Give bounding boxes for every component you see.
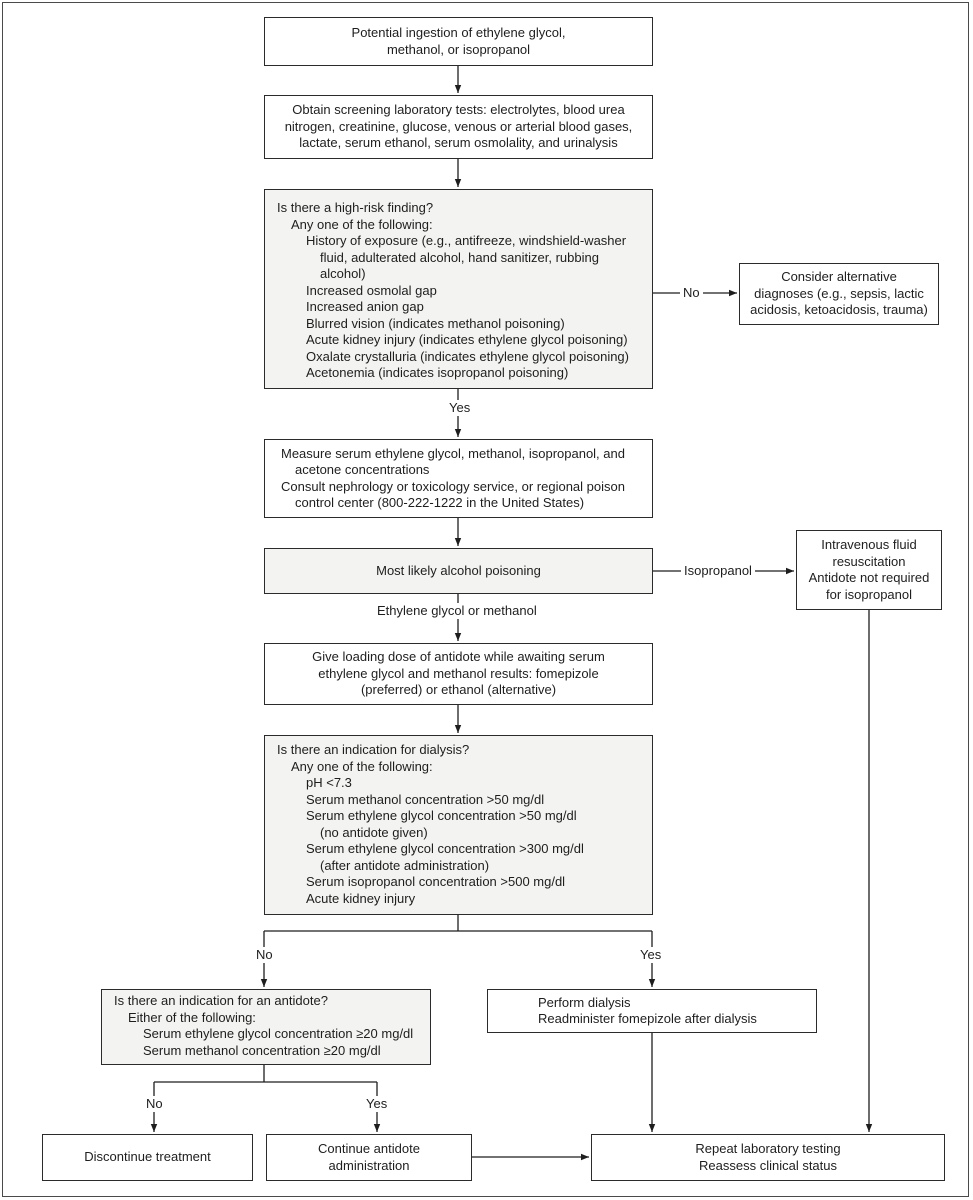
high-risk-box: Is there a high-risk finding? Any one of…	[264, 189, 653, 389]
screening-box: Obtain screening laboratory tests: elect…	[264, 95, 653, 159]
loading-line-2: ethylene glycol and methanol results: fo…	[318, 665, 599, 681]
continue-line-2: administration	[328, 1157, 410, 1173]
high-risk-item: alcohol)	[320, 266, 366, 281]
high-risk-item: Acute kidney injury (indicates ethylene …	[306, 332, 628, 347]
iv-fluid-line-2: resuscitation	[832, 553, 906, 569]
iv-fluid-line-3: Antidote not required	[808, 570, 930, 585]
dialysis-item: Serum methanol concentration >50 mg/dl	[306, 791, 545, 807]
antidote-question: Is there an indication for an antidote?	[114, 993, 328, 1008]
start-box: Potential ingestion of ethylene glycol, …	[264, 17, 653, 66]
alternative-diagnoses-box: Consider alternative diagnoses (e.g., se…	[739, 263, 939, 325]
screening-line-3: lactate, serum ethanol, serum osmolality…	[299, 135, 618, 151]
repeat-line-1: Repeat laboratory testing	[695, 1141, 841, 1156]
likely-poisoning-text: Most likely alcohol poisoning	[376, 562, 541, 578]
iv-fluid-line-1: Intravenous fluid	[821, 537, 917, 552]
high-risk-no-label: No	[680, 285, 703, 301]
dialysis-item: Serum isopropanol concentration >500 mg/…	[306, 874, 566, 889]
antidote-question-box: Is there an indication for an antidote? …	[101, 989, 431, 1065]
continue-line-1: Continue antidote	[318, 1141, 420, 1156]
dialysis-item: (after antidote administration)	[320, 857, 490, 873]
dialysis-item: pH <7.3	[306, 775, 352, 790]
start-line-1: Potential ingestion of ethylene glycol,	[351, 25, 566, 40]
measure-line-4: control center (800-222-1222 in the Unit…	[295, 495, 585, 510]
alternative-line-1: Consider alternative	[781, 269, 897, 285]
loading-dose-box: Give loading dose of antidote while awai…	[264, 643, 653, 705]
isopropanol-label: Isopropanol	[681, 563, 755, 579]
high-risk-item: Increased osmolal gap	[306, 282, 437, 298]
measure-line-3: Consult nephrology or toxicology service…	[281, 478, 625, 494]
alternative-line-3: acidosis, ketoacidosis, trauma)	[750, 302, 928, 318]
antidote-intro: Either of the following:	[128, 1009, 256, 1025]
dialysis-item: (no antidote given)	[320, 824, 428, 840]
high-risk-item: Increased anion gap	[306, 299, 424, 314]
dialysis-question-box: Is there an indication for dialysis? Any…	[264, 735, 653, 915]
high-risk-yes-label: Yes	[447, 400, 473, 416]
high-risk-item: Oxalate crystalluria (indicates ethylene…	[306, 348, 629, 364]
high-risk-item: Acetonemia (indicates isopropanol poison…	[306, 365, 569, 380]
perform-dialysis-line-2: Readminister fomepizole after dialysis	[538, 1011, 757, 1026]
high-risk-item: Blurred vision (indicates methanol poiso…	[306, 315, 565, 331]
start-line-2: methanol, or isopropanol	[386, 41, 531, 57]
iv-fluid-line-4: for isopropanol	[826, 586, 912, 602]
loading-line-3: (preferred) or ethanol (alternative)	[360, 682, 557, 698]
loading-line-1: Give loading dose of antidote while awai…	[312, 649, 605, 665]
discontinue-box: Discontinue treatment	[42, 1134, 253, 1181]
high-risk-item: fluid, adulterated alcohol, hand sanitiz…	[320, 249, 599, 265]
dialysis-intro: Any one of the following:	[291, 758, 433, 774]
likely-poisoning-box: Most likely alcohol poisoning	[264, 548, 653, 594]
continue-antidote-box: Continue antidote administration	[266, 1134, 472, 1181]
antidote-item: Serum methanol concentration ≥20 mg/dl	[143, 1042, 381, 1058]
antidote-yes-label: Yes	[364, 1096, 390, 1112]
high-risk-item: History of exposure (e.g., antifreeze, w…	[306, 233, 627, 248]
measure-line-1: Measure serum ethylene glycol, methanol,…	[281, 445, 625, 461]
dialysis-item: Serum ethylene glycol concentration >50 …	[306, 808, 577, 823]
dialysis-item: Serum ethylene glycol concentration >300…	[306, 841, 584, 856]
high-risk-intro: Any one of the following:	[291, 216, 433, 232]
dialysis-item: Acute kidney injury	[306, 890, 416, 906]
dialysis-no-label: No	[254, 947, 275, 963]
iv-fluid-box: Intravenous fluid resuscitation Antidote…	[796, 530, 942, 610]
repeat-line-2: Reassess clinical status	[699, 1157, 837, 1173]
high-risk-question: Is there a high-risk finding?	[277, 200, 434, 215]
dialysis-question: Is there an indication for dialysis?	[277, 742, 470, 757]
antidote-item: Serum ethylene glycol concentration ≥20 …	[143, 1026, 414, 1041]
eg-methanol-label: Ethylene glycol or methanol	[375, 603, 539, 619]
alternative-line-2: diagnoses (e.g., sepsis, lactic	[754, 285, 924, 301]
antidote-no-label: No	[144, 1096, 165, 1112]
screening-line-1: Obtain screening laboratory tests: elect…	[292, 102, 625, 118]
repeat-testing-box: Repeat laboratory testing Reassess clini…	[591, 1134, 945, 1181]
perform-dialysis-line-1: Perform dialysis	[538, 994, 631, 1010]
discontinue-text: Discontinue treatment	[84, 1149, 211, 1165]
perform-dialysis-box: Perform dialysis Readminister fomepizole…	[487, 989, 817, 1033]
screening-line-2: nitrogen, creatinine, glucose, venous or…	[284, 118, 633, 134]
measure-line-2: acetone concentrations	[295, 462, 430, 477]
dialysis-yes-label: Yes	[638, 947, 664, 963]
measure-box: Measure serum ethylene glycol, methanol,…	[264, 439, 653, 518]
